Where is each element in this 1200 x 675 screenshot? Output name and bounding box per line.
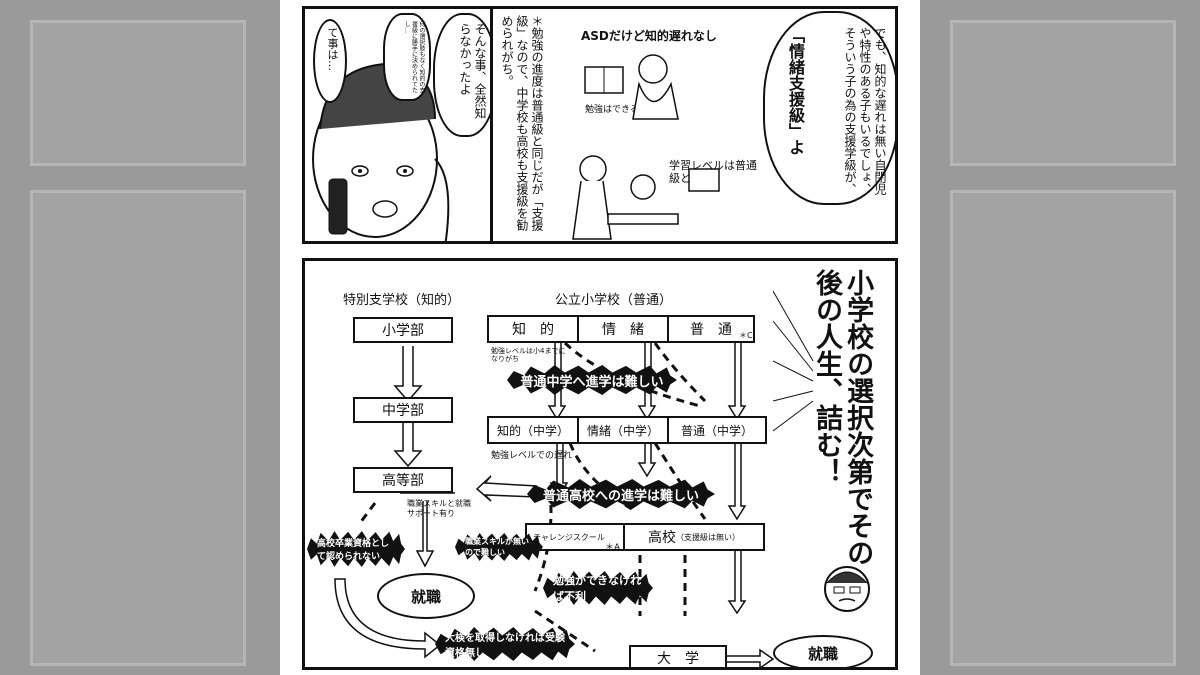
middle-class-intellectual: 知的（中学）	[487, 416, 579, 444]
high-school-note: （支援級は無い）	[676, 532, 740, 542]
public-school-title: 公立小学校（普通）	[555, 293, 673, 308]
speed-lines	[773, 290, 814, 432]
thought-text: 何の選択肢もなく知的の支援級に勝手に決められてたし…	[403, 21, 425, 93]
burst-text: 普通中学へ進学は難しい	[520, 374, 664, 390]
speech-bubble: でも、知的な遅れは無い自閉児や特性のある子もいるでしょ、そういう子の為の支援学級…	[763, 11, 895, 205]
background-right	[920, 0, 1200, 675]
panel-explanation: ＊勉強の進度は普通級と同じだが「支援級」なので、中学校も高校も支援級を勧められが…	[490, 6, 898, 244]
speech-bubble: そんな事、全然知らなかったよ	[433, 13, 495, 137]
special-school-title: 特別支学校（知的）	[343, 293, 461, 308]
chart-headline: 小学校の選択次第でその後の人生、詰む！	[811, 269, 874, 566]
blurred-panel	[950, 20, 1176, 166]
note-level: 勉強レベルは小4までになりがち	[491, 347, 566, 364]
employment-oval-2: 就職	[773, 635, 873, 667]
footnote-text: ＊勉強の進度は普通級と同じだが「支援級」なので、中学校も高校も支援級を勧められが…	[500, 15, 544, 231]
panel-school-chart: 特別支学校（知的） 小学部 中学部 高等部 職業スキルと就職サポート有り 公立小…	[302, 258, 898, 670]
middle-dept-box: 中学部	[353, 397, 453, 423]
burst-text: 職業スキルが無いので難しい	[465, 537, 529, 557]
mark-c: ＊C	[739, 331, 753, 340]
university-box: 大 学	[629, 645, 727, 667]
comic-page: て事は… 何の選択肢もなく知的の支援級に勝手に決められてたし… そんな事、全然知…	[280, 0, 920, 675]
elem-class-regular: 普 通	[667, 315, 755, 343]
blurred-panel	[950, 190, 1176, 666]
high-school-box: 高校（支援級は無い）	[623, 523, 765, 551]
high-school-row: チャレンジスクール 高校（支援級は無い）	[525, 523, 765, 551]
high-school-label: 高校	[648, 530, 676, 546]
burst-text: 普通高校への進学は難しい	[542, 488, 699, 504]
burst-text: 高校卒業資格として認められない	[317, 539, 390, 562]
caption-level: 学習レベルは普通級と同じ	[669, 159, 757, 186]
speech-text: そんな事、全然知らなかったよ	[458, 23, 487, 119]
caption-asd: ASDだけど知的遅れなし	[581, 29, 717, 43]
speech-text: でも、知的な遅れは無い自閉児や特性のある子もいるでしょ、そういう子の為の支援学級…	[843, 27, 887, 195]
middle-class-emotional: 情緒（中学）	[577, 416, 669, 444]
blurred-panel	[30, 20, 246, 166]
elem-class-emotional: 情 緒	[577, 315, 669, 343]
blurred-panel	[30, 190, 246, 666]
burst-text: 大検を取得しなければ受験資格無し	[445, 633, 565, 659]
employment-oval: 就職	[377, 573, 475, 619]
author-face-icon	[824, 566, 870, 612]
elem-dept-box: 小学部	[353, 317, 453, 343]
speech-text: て事は…	[326, 27, 339, 71]
elem-class-row: 知 的 情 緒 普 通	[487, 315, 757, 343]
speech-bubble: て事は…	[313, 19, 347, 103]
thought-bubble: 何の選択肢もなく知的の支援級に勝手に決められてたし…	[383, 13, 431, 101]
burst-text: 勉強ができなければ不利	[553, 574, 641, 603]
speech-quote: 「情緒支援級」よ	[786, 27, 805, 155]
note-skill: 職業スキルと就職サポート有り	[407, 499, 471, 518]
panel-mother-phone: て事は… 何の選択肢もなく知的の支援級に勝手に決められてたし… そんな事、全然知…	[302, 6, 498, 244]
high-dept-box: 高等部	[353, 467, 453, 493]
caption-study: 勉強はできる	[585, 105, 639, 115]
middle-class-regular: 普通（中学）	[667, 416, 767, 444]
middle-class-row: 知的（中学） 情緒（中学） 普通（中学）	[487, 416, 769, 444]
mark-a: ＊A	[605, 543, 621, 553]
note-delay: 勉強レベルでの遅れ	[491, 451, 573, 461]
challenge-school-label: チャレンジスクール	[533, 532, 605, 542]
elem-class-intellectual: 知 的	[487, 315, 579, 343]
background-left	[0, 0, 280, 675]
